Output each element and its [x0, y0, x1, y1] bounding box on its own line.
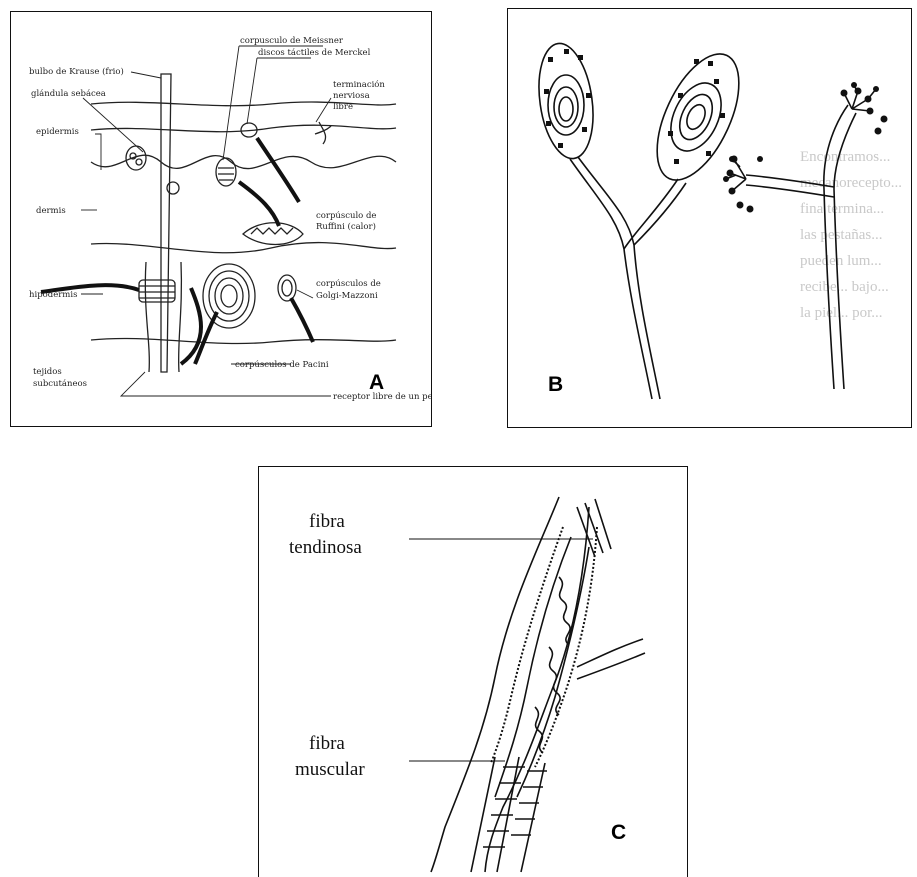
label-golgi-2: Golgi-Mazzoni — [316, 291, 378, 301]
label-krause: bulbo de Krause (frio) — [29, 66, 124, 77]
panel-letter-c: C — [611, 821, 626, 844]
faint-background-text: Encontramos... mecanorecepto... fina ter… — [800, 149, 902, 321]
label-sebacea: glándula sebácea — [31, 88, 106, 99]
panel-b-nerve-endings: Encontramos... mecanorecepto... fina ter… — [507, 8, 912, 428]
label-fibra-muscular-2: muscular — [295, 759, 365, 780]
skin-diagram: corpusculo de Meissner bulbo de Krause (… — [11, 12, 432, 427]
nerve-endings-diagram: Encontramos... mecanorecepto... fina ter… — [508, 9, 912, 428]
label-terminacion-3: libre — [333, 102, 353, 112]
panel-c-tendon-organ: fibra tendinosa fibra muscular C — [258, 466, 688, 877]
label-ruffini-2: Ruffini (calor) — [316, 221, 376, 232]
label-terminacion-1: terminación — [333, 79, 385, 90]
label-dermis: dermis — [36, 206, 66, 216]
panel-letter-a: A — [369, 371, 384, 394]
svg-text:pueden lum...: pueden lum... — [800, 253, 882, 269]
svg-text:mecanorecepto...: mecanorecepto... — [800, 175, 902, 191]
label-tejidos-2: subcutáneos — [33, 378, 87, 389]
svg-text:la piel... por...: la piel... por... — [800, 305, 883, 321]
label-fibra-tendinosa-2: tendinosa — [289, 537, 362, 558]
label-terminacion-2: nerviosa — [333, 91, 370, 101]
label-hipodermis: hipodermis — [29, 290, 77, 300]
panel-letter-b: B — [548, 373, 563, 396]
label-golgi-1: corpúsculos de — [316, 278, 381, 289]
tendon-organ-diagram: fibra tendinosa fibra muscular C — [259, 467, 688, 877]
label-ruffini-1: corpúsculo de — [316, 210, 376, 221]
label-meissner: corpusculo de Meissner — [240, 36, 344, 46]
label-fibra-tendinosa-1: fibra — [309, 511, 345, 532]
label-pacini: corpúsculos de Pacini — [235, 359, 329, 370]
svg-text:recibe... bajo...: recibe... bajo... — [800, 279, 889, 295]
svg-text:Encontramos...: Encontramos... — [800, 149, 890, 165]
label-merkel: discos táctiles de Merckel — [258, 47, 371, 58]
label-tejidos-1: tejidos — [33, 367, 62, 377]
label-fibra-muscular-1: fibra — [309, 733, 345, 754]
svg-text:fina termina...: fina termina... — [800, 201, 884, 217]
svg-text:las pestañas...: las pestañas... — [800, 227, 882, 243]
panel-a-skin-receptors: corpusculo de Meissner bulbo de Krause (… — [10, 11, 432, 427]
label-epidermis: epidermis — [36, 127, 79, 137]
